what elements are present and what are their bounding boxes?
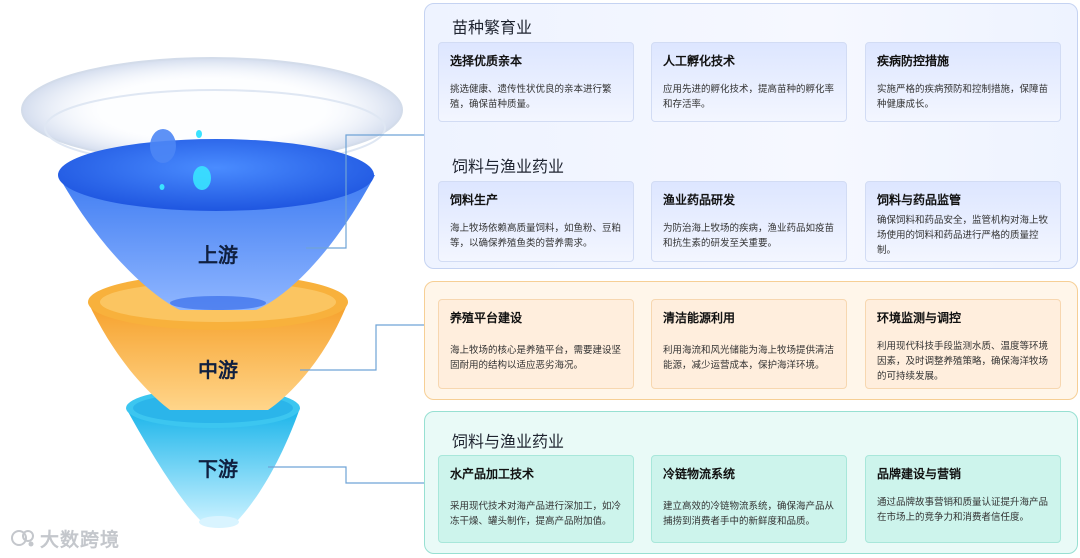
card-feed-medicine-supervision: 饲料与药品监管 确保饲料和药品安全，监管机构对海上牧场使用的饲料和药品进行严格的… xyxy=(865,181,1061,262)
bubble-icon xyxy=(159,184,165,190)
card-title: 清洁能源利用 xyxy=(663,311,736,325)
card-title: 疾病防控措施 xyxy=(877,54,950,68)
card-desc: 确保饲料和药品安全，监管机构对海上牧场使用的饲料和药品进行严格的质量控制。 xyxy=(877,215,1049,256)
watermark: 大数跨境 xyxy=(10,524,120,552)
card-desc: 海上牧场依赖高质量饲料，如鱼粉、豆粕等，以确保养殖鱼类的营养需求。 xyxy=(450,223,622,249)
card-title: 渔业药品研发 xyxy=(663,193,736,207)
card-desc: 实施严格的疾病预防和控制措施，保障苗种健康成长。 xyxy=(877,84,1049,110)
card-feed-production: 饲料生产 海上牧场依赖高质量饲料，如鱼粉、豆粕等，以确保养殖鱼类的营养需求。 xyxy=(438,181,634,262)
card-cold-chain: 冷链物流系统 建立高效的冷链物流系统，确保海产品从捕捞到消费者手中的新鲜度和品质… xyxy=(651,455,847,543)
card-title: 品牌建设与营销 xyxy=(877,467,962,481)
card-platform-construction: 养殖平台建设 海上牧场的核心是养殖平台，需要建设坚固耐用的结构以适应恶劣海况。 xyxy=(438,299,634,389)
midstream-label: 中游 xyxy=(198,358,238,382)
bubble-icon xyxy=(150,129,176,163)
bubble-icon xyxy=(196,130,202,138)
card-desc: 建立高效的冷链物流系统，确保海产品从捕捞到消费者手中的新鲜度和品质。 xyxy=(663,501,835,527)
card-clean-energy: 清洁能源利用 利用海流和风光储能为海上牧场提供清洁能源，减少运营成本，保护海洋环… xyxy=(651,299,847,389)
downstream-label: 下游 xyxy=(198,457,238,481)
card-desc: 通过品牌故事营销和质量认证提升海产品在市场上的竞争力和消费者信任度。 xyxy=(877,497,1049,523)
midstream-panel: 养殖平台建设 海上牧场的核心是养殖平台，需要建设坚固耐用的结构以适应恶劣海况。 … xyxy=(424,281,1078,400)
upstream-label: 上游 xyxy=(198,243,238,267)
card-desc: 为防治海上牧场的疾病，渔业药品如疫苗和抗生素的研发至关重要。 xyxy=(663,223,835,249)
card-desc: 海上牧场的核心是养殖平台，需要建设坚固耐用的结构以适应恶劣海况。 xyxy=(450,345,622,371)
section-title-feed-medicine: 饲料与渔业药业 xyxy=(452,157,565,176)
upstream-panel: 苗种繁育业 选择优质亲本 挑选健康、遗传性状优良的亲本进行繁殖，确保苗种质量。 … xyxy=(424,3,1078,269)
upstream-tier xyxy=(21,57,403,310)
card-title: 选择优质亲本 xyxy=(450,54,523,68)
brand-logo-icon xyxy=(11,530,34,547)
card-title: 饲料生产 xyxy=(450,193,499,207)
card-desc: 利用海流和风光储能为海上牧场提供清洁能源，减少运营成本，保护海洋环境。 xyxy=(663,345,835,371)
card-desc: 采用现代技术对海产品进行深加工，如冷冻干燥、罐头制作，提高产品附加值。 xyxy=(450,501,622,527)
card-disease-control: 疾病防控措施 实施严格的疾病预防和控制措施，保障苗种健康成长。 xyxy=(865,42,1061,122)
card-desc: 挑选健康、遗传性状优良的亲本进行繁殖，确保苗种质量。 xyxy=(450,84,612,110)
card-desc: 利用现代科技手段监测水质、温度等环境因素，及时调整养殖策略，确保海洋牧场的可持续… xyxy=(877,341,1049,382)
card-select-parents: 选择优质亲本 挑选健康、遗传性状优良的亲本进行繁殖，确保苗种质量。 xyxy=(438,42,634,122)
card-title: 环境监测与调控 xyxy=(877,311,962,325)
card-title: 饲料与药品监管 xyxy=(877,193,962,207)
card-medicine-rnd: 渔业药品研发 为防治海上牧场的疾病，渔业药品如疫苗和抗生素的研发至关重要。 xyxy=(651,181,847,262)
card-title: 养殖平台建设 xyxy=(450,311,523,325)
card-title: 冷链物流系统 xyxy=(663,467,736,481)
connector-lines xyxy=(268,134,424,484)
card-title: 水产品加工技术 xyxy=(450,467,535,481)
section-title-downstream: 饲料与渔业药业 xyxy=(452,432,565,451)
card-brand-marketing: 品牌建设与营销 通过品牌故事营销和质量认证提升海产品在市场上的竞争力和消费者信任… xyxy=(865,455,1061,543)
card-seafood-processing: 水产品加工技术 采用现代技术对海产品进行深加工，如冷冻干燥、罐头制作，提高产品附… xyxy=(438,455,634,543)
bubble-icon xyxy=(193,166,211,190)
card-environment-monitoring: 环境监测与调控 利用现代科技手段监测水质、温度等环境因素，及时调整养殖策略，确保… xyxy=(865,299,1061,389)
downstream-panel: 饲料与渔业药业 水产品加工技术 采用现代技术对海产品进行深加工，如冷冻干燥、罐头… xyxy=(424,411,1078,554)
watermark-text: 大数跨境 xyxy=(40,528,121,551)
card-artificial-hatching: 人工孵化技术 应用先进的孵化技术，提高苗种的孵化率和存活率。 xyxy=(651,42,847,122)
funnel-illustration: 上游 中游 下游 xyxy=(21,57,424,528)
card-desc: 应用先进的孵化技术，提高苗种的孵化率和存活率。 xyxy=(663,84,835,110)
card-title: 人工孵化技术 xyxy=(663,54,736,68)
section-title-seed-breeding: 苗种繁育业 xyxy=(452,18,533,37)
